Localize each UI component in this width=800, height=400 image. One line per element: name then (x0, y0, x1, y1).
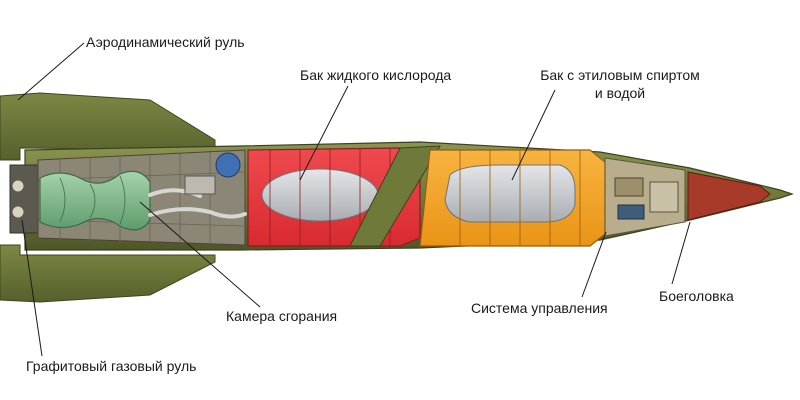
label-warhead: Боеголовка (659, 288, 734, 304)
tail-section (9, 164, 39, 234)
peroxide-sphere (215, 152, 241, 178)
label-control-system: Система управления (471, 300, 608, 316)
label-graphite-vane: Графитовый газовый руль (26, 358, 197, 374)
intertank-section (349, 145, 441, 247)
warhead-section (687, 171, 771, 221)
control-box-1 (614, 177, 644, 197)
label-combustion-chamber: Камера сгорания (226, 308, 338, 324)
control-box-2 (617, 204, 645, 220)
leader-lines (17, 42, 691, 357)
fuel-tank-bands (459, 150, 581, 246)
label-lox-tank: Бак жидкого кислорода (300, 67, 452, 83)
lower-fin (0, 244, 216, 303)
lox-tank-inner (261, 168, 379, 222)
fuel-tank-inner (444, 164, 576, 223)
label-aero-rudder: Аэродинамический руль (86, 34, 245, 50)
control-box-3 (649, 181, 679, 213)
tail-vane-lower (11, 205, 25, 219)
turbopump (184, 175, 216, 195)
combustion-detail (59, 175, 126, 225)
label-fuel-tank: Бак с этиловым спиртом и водой (540, 67, 700, 101)
tail-vane-upper (11, 179, 25, 193)
